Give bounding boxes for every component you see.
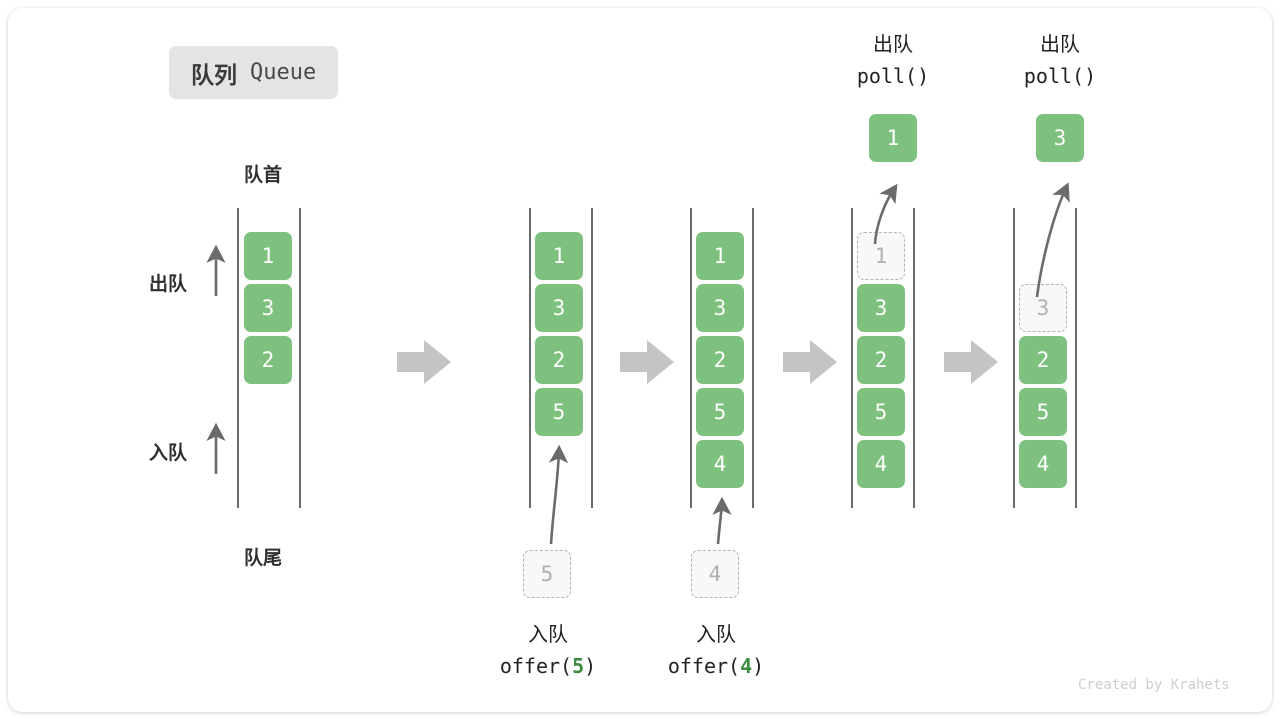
queue-rail-left-col1 — [237, 208, 239, 508]
queue-rail-left-col4 — [851, 208, 853, 508]
ghost-element-poll-1: 1 — [857, 232, 905, 280]
popped-element-1: 1 — [869, 114, 917, 162]
queue-item: 2 — [244, 336, 292, 384]
label-queue-front: 队首 — [244, 165, 283, 186]
operation-fn: offer( — [667, 654, 741, 678]
operation-close: ) — [752, 654, 765, 678]
transition-arrow-3 — [783, 340, 837, 384]
diagram-stage: 队列 Queue 队首 出队 入队 队尾 1 3 2 1 3 2 5 5 入队 … — [8, 8, 1272, 712]
queue-rail-right-col5 — [1075, 208, 1077, 508]
queue-item: 1 — [244, 232, 292, 280]
operation-code: offer(4) — [631, 651, 801, 682]
operation-label-poll-1: 出队 poll() — [813, 30, 973, 92]
operation-arg: 5 — [572, 654, 585, 678]
offer-4-arrow — [712, 496, 732, 545]
operation-label-offer-5: 入队 offer(5) — [463, 620, 633, 682]
queue-item: 2 — [696, 336, 744, 384]
poll-3-arrow — [1035, 182, 1070, 298]
queue-item: 3 — [244, 284, 292, 332]
queue-rail-left-col3 — [690, 208, 692, 508]
queue-item: 3 — [696, 284, 744, 332]
diagram-card: 队列 Queue 队首 出队 入队 队尾 1 3 2 1 3 2 5 5 入队 … — [8, 8, 1272, 712]
ghost-element-offer-5: 5 — [523, 550, 571, 598]
queue-rail-right-col2 — [591, 208, 593, 508]
title-chinese: 队列 — [191, 61, 237, 88]
transition-arrow-1 — [397, 340, 451, 384]
ghost-element-offer-4: 4 — [691, 550, 739, 598]
title-badge: 队列 Queue — [169, 46, 339, 99]
label-dequeue-direction: 出队 — [149, 274, 188, 295]
operation-code: offer(5) — [463, 651, 633, 682]
queue-rail-right-col3 — [752, 208, 754, 508]
queue-item-new: 4 — [696, 440, 744, 488]
operation-name: 出队 — [873, 34, 913, 56]
operation-fn: offer( — [499, 654, 573, 678]
operation-name: 入队 — [528, 624, 568, 646]
queue-item: 5 — [1019, 388, 1067, 436]
queue-rail-left-col5 — [1013, 208, 1015, 508]
ghost-element-poll-3: 3 — [1019, 284, 1067, 332]
arrows-overlay — [206, 182, 1070, 545]
operation-code: poll() — [856, 64, 930, 88]
queue-item: 2 — [1019, 336, 1067, 384]
queue-item: 2 — [535, 336, 583, 384]
offer-5-arrow — [548, 444, 569, 545]
queue-item: 5 — [857, 388, 905, 436]
queue-item: 3 — [857, 284, 905, 332]
label-enqueue-direction: 入队 — [149, 443, 188, 464]
operation-arg: 4 — [740, 654, 753, 678]
queue-item-new: 5 — [535, 388, 583, 436]
operation-name: 入队 — [696, 624, 736, 646]
operation-code: poll() — [1023, 64, 1097, 88]
queue-item: 4 — [857, 440, 905, 488]
transition-arrow-2 — [620, 340, 674, 384]
watermark-credit: Created by Krahets — [1078, 677, 1230, 693]
operation-name: 出队 — [1040, 34, 1080, 56]
transition-arrow-4 — [944, 340, 998, 384]
queue-item: 2 — [857, 336, 905, 384]
queue-item: 1 — [696, 232, 744, 280]
title-english: Queue — [250, 60, 317, 85]
operation-label-poll-3: 出队 poll() — [980, 30, 1140, 92]
label-queue-rear: 队尾 — [244, 548, 283, 569]
operation-close: ) — [584, 654, 597, 678]
queue-item: 5 — [696, 388, 744, 436]
queue-item: 3 — [535, 284, 583, 332]
queue-rail-left-col2 — [529, 208, 531, 508]
queue-rail-right-col4 — [913, 208, 915, 508]
queue-item: 1 — [535, 232, 583, 280]
queue-item: 4 — [1019, 440, 1067, 488]
operation-label-offer-4: 入队 offer(4) — [631, 620, 801, 682]
queue-rail-right-col1 — [299, 208, 301, 508]
popped-element-3: 3 — [1036, 114, 1084, 162]
